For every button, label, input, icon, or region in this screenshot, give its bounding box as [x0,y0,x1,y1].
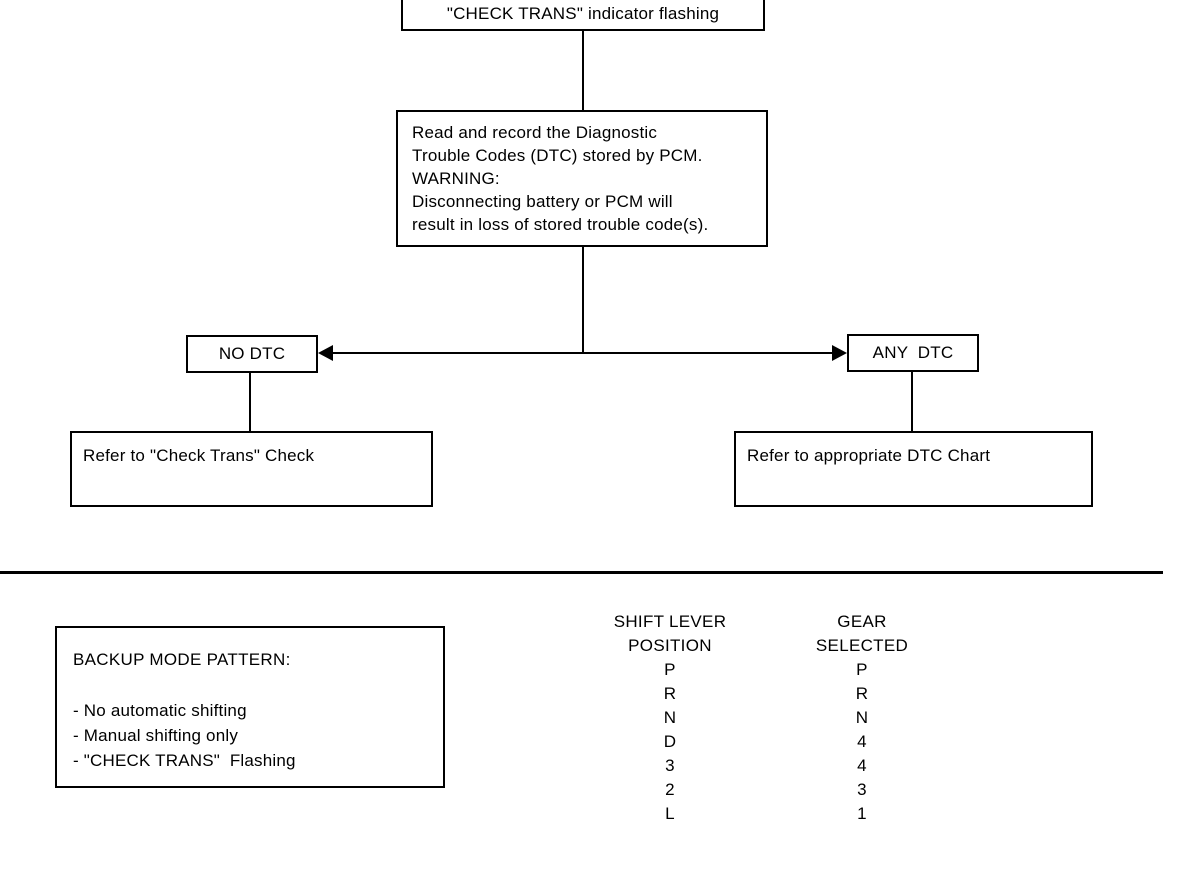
backup-mode-items: - No automatic shifting - Manual shiftin… [73,698,296,773]
arrowhead-left-icon [318,345,333,361]
flowchart-node-read-record-dtc: Read and record the Diagnostic Trouble C… [396,110,768,247]
gear-selected-cell: P [856,660,868,679]
connector-branch-horizontal [327,352,839,354]
shift-position-cell: P [664,660,676,679]
shift-position-cell: N [663,708,677,727]
gear-selected-header-line2: SELECTED [815,636,909,655]
flowchart-node-any-dtc: ANY DTC [847,334,979,372]
shift-position-cell: D [663,732,677,751]
flowchart-node-label: Refer to "Check Trans" Check [83,446,315,465]
shift-position-cell: 3 [665,756,675,775]
backup-mode-item: - No automatic shifting [73,701,247,720]
flowchart-node-label: Refer to appropriate DTC Chart [747,446,991,465]
gear-selected-header-line1: GEAR [837,612,887,631]
shift-position-cell: L [665,804,675,823]
flowchart-node-no-dtc: NO DTC [186,335,318,373]
connector-no-dtc-to-refer [249,373,251,431]
flowchart-node-refer-dtc-chart: Refer to appropriate DTC Chart [734,431,1093,507]
arrowhead-right-icon [832,345,847,361]
backup-mode-item: - "CHECK TRANS" Flashing [73,751,296,770]
diagnostic-line: result in loss of stored trouble code(s)… [412,215,709,234]
section-divider [0,571,1163,574]
shift-lever-position-column: SHIFT LEVER POSITION P R N D 3 2 L [594,610,746,826]
gear-selected-cell: N [855,708,869,727]
backup-mode-pattern-box: BACKUP MODE PATTERN: - No automatic shif… [55,626,445,788]
backup-mode-title: BACKUP MODE PATTERN: [73,650,291,669]
gear-selected-column: GEAR SELECTED P R N 4 4 3 1 [786,610,938,826]
shift-position-cell: 2 [665,780,675,799]
backup-mode-item: - Manual shifting only [73,726,239,745]
shift-lever-header-line1: SHIFT LEVER [613,612,727,631]
diagnostic-line: Trouble Codes (DTC) stored by PCM. [412,146,703,165]
connector-any-dtc-to-refer [911,372,913,431]
diagnostic-line: Read and record the Diagnostic [412,123,658,142]
connector-diagnostic-to-branch [582,245,584,354]
flowchart-node-refer-check-trans: Refer to "Check Trans" Check [70,431,433,507]
flowchart-node-check-trans-indicator: "CHECK TRANS" indicator flashing [401,0,765,31]
gear-selected-cell: 1 [857,804,867,823]
shift-lever-header-line2: POSITION [628,636,712,655]
gear-selected-cell: R [855,684,869,703]
flowchart-node-label: ANY DTC [872,343,954,362]
gear-selected-cell: 4 [857,732,867,751]
shift-position-cell: R [663,684,677,703]
connector-start-to-diagnostic [582,31,584,110]
flowchart-node-label: "CHECK TRANS" indicator flashing [446,4,720,23]
diagnostic-line: Disconnecting battery or PCM will [412,192,673,211]
flowchart-node-label: NO DTC [218,344,286,363]
diagnostic-line: WARNING: [412,169,500,188]
gear-selected-cell: 4 [857,756,867,775]
gear-selected-cell: 3 [857,780,867,799]
